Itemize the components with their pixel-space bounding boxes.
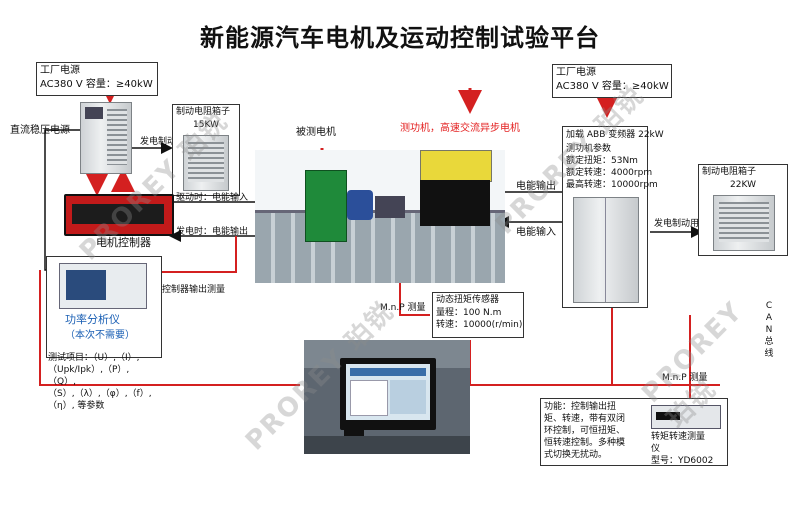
test-item-4: （η）, 等参数	[48, 401, 105, 411]
motor-under-test-body	[305, 170, 347, 242]
torque-sensor-line-0: 动态扭矩传感器	[436, 295, 500, 305]
can-char-4: 线	[764, 349, 774, 359]
torque-meter-text: 转矩转速测量 仪 型号：YD6002	[651, 431, 713, 467]
drive-motor-top	[420, 150, 492, 182]
power-output-label: 电能输出	[516, 181, 556, 192]
torque-meter-line-0: 转矩转速测量	[651, 432, 706, 442]
function-line-2: 环控制，可恒扭矩、	[544, 426, 626, 436]
gen-brake-left-label: 发电制动	[140, 137, 177, 147]
can-bus-label: C A N 总 线	[762, 300, 776, 360]
inverter-cabinet	[573, 197, 639, 303]
can-char-3: 总	[764, 337, 774, 347]
brake-resistor-left: 制动电阻箱子 15KW	[172, 104, 240, 196]
test-bench	[255, 150, 505, 283]
brake-right-power: 22KW	[730, 180, 756, 190]
mnp-measure-1: M.n.P 测量	[380, 303, 426, 313]
screen-header	[350, 368, 426, 376]
line-bus-left	[39, 270, 300, 386]
dc-supply-display	[85, 107, 103, 119]
torque-meter-line-2: 型号：YD6002	[651, 456, 714, 466]
brake-right-grille	[719, 202, 769, 242]
can-char-1: A	[765, 313, 773, 323]
torque-meter-line-1: 仪	[651, 444, 661, 454]
test-item-3: （S）,（λ）,（φ）,（f）,	[48, 389, 152, 399]
torque-meter-device	[651, 405, 721, 429]
inverter-line-2: 额定扭矩：53Nm	[566, 156, 638, 166]
motor-controller-unit	[64, 194, 174, 236]
brake-left-power: 15KW	[193, 120, 219, 130]
can-char-0: C	[765, 301, 773, 311]
inverter-box: 加载 ABB 变频器 22kW 测功机参数 额定扭矩：53Nm 额定转速：400…	[562, 126, 664, 308]
gen-brake-right-label: 发电制动用	[654, 219, 700, 229]
function-line-4: 式切换无扰动。	[544, 450, 608, 460]
brake-resistor-right: 制动电阻箱子 22KW	[698, 164, 788, 256]
mnp-measure-2: M.n.P 测量	[662, 373, 708, 383]
brake-left-image	[183, 135, 229, 191]
inverter-line-4: 最高转速：10000rpm	[566, 180, 658, 190]
gen-output-label: 发电时：电能输出	[176, 227, 249, 237]
analyzer-screen	[66, 270, 106, 300]
page-title: 新能源汽车电机及运动控制试验平台	[200, 24, 600, 52]
brake-left-title: 制动电阻箱子	[176, 107, 231, 117]
control-console-photo	[304, 340, 470, 454]
dc-supply-cabinet	[80, 102, 132, 174]
controller-face	[72, 204, 164, 224]
drive-input-label: 驱动时：电能输入	[176, 193, 249, 203]
power-source-right: 工厂电源 AC380 V 容量：≥40kW	[552, 64, 672, 98]
torque-sensor-body	[375, 196, 405, 218]
function-box: 功能：控制输出扭 矩、转速，带有双闭 环控制，可恒扭矩、 恒转速控制。多种模 式…	[540, 398, 728, 466]
power-analyzer-box: 功率分析仪 （本次不需要）	[46, 256, 162, 358]
brake-right-image	[713, 195, 775, 251]
function-line-1: 矩、转速，带有双闭	[544, 414, 626, 424]
motor-controller-label: 电机控制器	[96, 236, 151, 249]
screen-panel-left	[350, 380, 388, 416]
function-text: 功能：控制输出扭 矩、转速，带有双闭 环控制，可恒扭矩、 恒转速控制。多种模 式…	[544, 401, 625, 461]
power-analyzer-title: 功率分析仪	[65, 313, 120, 326]
torque-sensor-line-2: 转速：10000(r/min)	[436, 320, 523, 330]
inverter-line-1: 测功机参数	[566, 144, 612, 154]
power-right-line1: 工厂电源	[556, 67, 596, 78]
inverter-line-3: 额定转速：4000rpm	[566, 168, 653, 178]
line-controller-measure	[160, 236, 237, 273]
test-item-1: （Upk/Ipk）,（P）,	[48, 365, 130, 375]
power-analyzer-note: （本次不需要）	[65, 330, 135, 341]
torque-sensor-box: 动态扭矩传感器 量程：100 N.m 转速：10000(r/min)	[432, 292, 524, 338]
console-screen	[346, 364, 430, 420]
torque-sensor-line-1: 量程：100 N.m	[436, 308, 502, 318]
console-desk	[304, 436, 470, 454]
inverter-line-0: 加载 ABB 变频器 22kW	[566, 130, 664, 140]
screen-panel-right	[390, 380, 426, 414]
power-analyzer-device	[59, 263, 147, 309]
brake-left-grille	[188, 142, 224, 182]
console-monitor	[340, 358, 436, 430]
power-left-line1: 工厂电源	[40, 65, 80, 76]
dc-supply-label: 直流稳压电源	[10, 125, 70, 136]
power-source-left: 工厂电源 AC380 V 容量：≥40kW	[36, 62, 158, 96]
dc-supply-grille	[107, 109, 127, 165]
test-item-0: 测试项目：（U）,（I）,	[48, 353, 140, 363]
motor-under-test-label: 被测电机	[296, 127, 336, 138]
function-line-0: 功能：控制输出扭	[544, 402, 617, 412]
test-item-2: （Q）,	[48, 377, 76, 387]
function-line-3: 恒转速控制。多种模	[544, 438, 626, 448]
meter-display	[656, 412, 680, 420]
power-left-line2: AC380 V 容量：≥40kW	[40, 79, 153, 90]
power-right-line2: AC380 V 容量：≥40kW	[556, 81, 669, 92]
brake-right-title: 制动电阻箱子	[702, 167, 757, 177]
drive-motor-body	[420, 180, 490, 226]
can-char-2: N	[765, 325, 773, 335]
controller-measure-label: 控制器输出测量	[162, 285, 226, 295]
power-input-label: 电能输入	[516, 227, 556, 238]
test-items: 测试项目：（U）,（I）, （Upk/Ipk）,（P）, （Q）, （S）,（λ…	[48, 352, 152, 412]
inverter-door-split	[605, 198, 606, 302]
drive-motor-label: 测功机，高速交流异步电机	[400, 123, 520, 134]
coupling	[347, 190, 373, 220]
